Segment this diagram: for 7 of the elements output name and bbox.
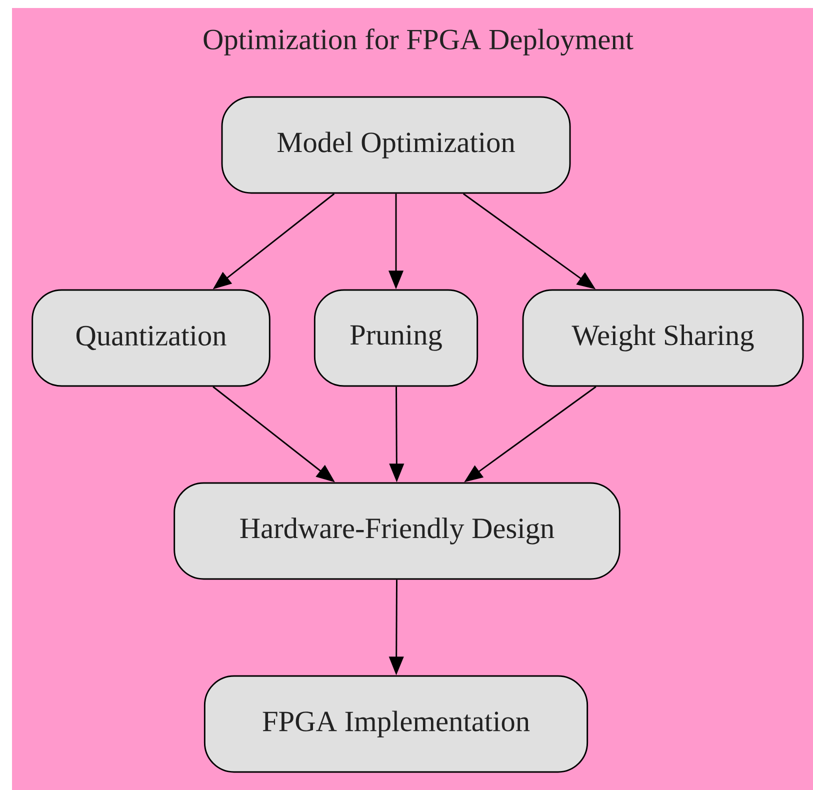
process-box: Pruning: [314, 289, 478, 387]
process-box: Model Optimization: [221, 96, 571, 194]
process-box: FPGA Implementation: [204, 675, 588, 773]
title: Optimization for FPGA Deployment: [204, 28, 634, 56]
process-box: Hardware-Friendly Design: [174, 482, 620, 580]
process-box: Weight Sharing: [522, 289, 804, 387]
process-box: Quantization: [32, 289, 270, 387]
